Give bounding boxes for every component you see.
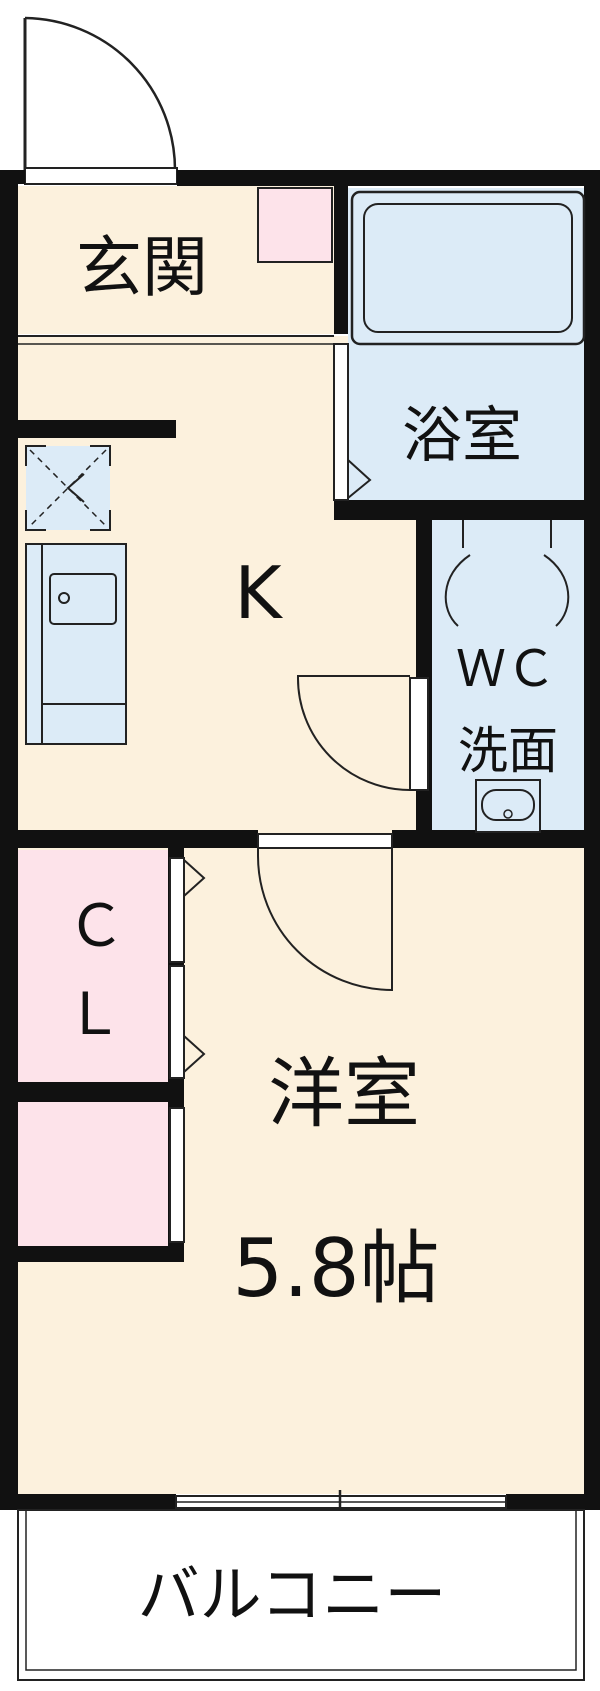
washroom-label: 洗面 xyxy=(458,722,558,780)
balcony-window xyxy=(175,1490,507,1528)
toilet xyxy=(444,520,570,627)
storage-floor xyxy=(18,1102,168,1246)
balcony-label: バルコニー xyxy=(138,1558,447,1631)
wc-label: ＷＣ xyxy=(456,640,556,698)
closet-floor xyxy=(18,850,168,1082)
closet-doors xyxy=(169,857,206,1243)
closet-label-l: Ｌ xyxy=(65,980,123,1048)
refrigerator-space xyxy=(25,445,111,531)
entrance-door xyxy=(23,16,178,185)
shoe-cabinet xyxy=(257,187,333,263)
bath-door xyxy=(333,343,372,501)
balcony xyxy=(17,1509,585,1681)
wash-basin xyxy=(475,779,541,833)
walls xyxy=(0,170,600,1510)
bath-label: 浴室 xyxy=(402,401,522,471)
genkan-label: 玄関 xyxy=(76,229,208,306)
bathtub xyxy=(350,190,586,346)
closet-label-c: Ｃ xyxy=(67,892,125,960)
western-room-size: 5.8帖 xyxy=(232,1222,439,1315)
kitchen-label: K xyxy=(234,551,283,635)
wc-door xyxy=(296,675,429,791)
kitchen-sink-counter xyxy=(25,543,127,745)
western-room-door xyxy=(257,833,393,992)
western-room-label: 洋室 xyxy=(268,1049,420,1138)
